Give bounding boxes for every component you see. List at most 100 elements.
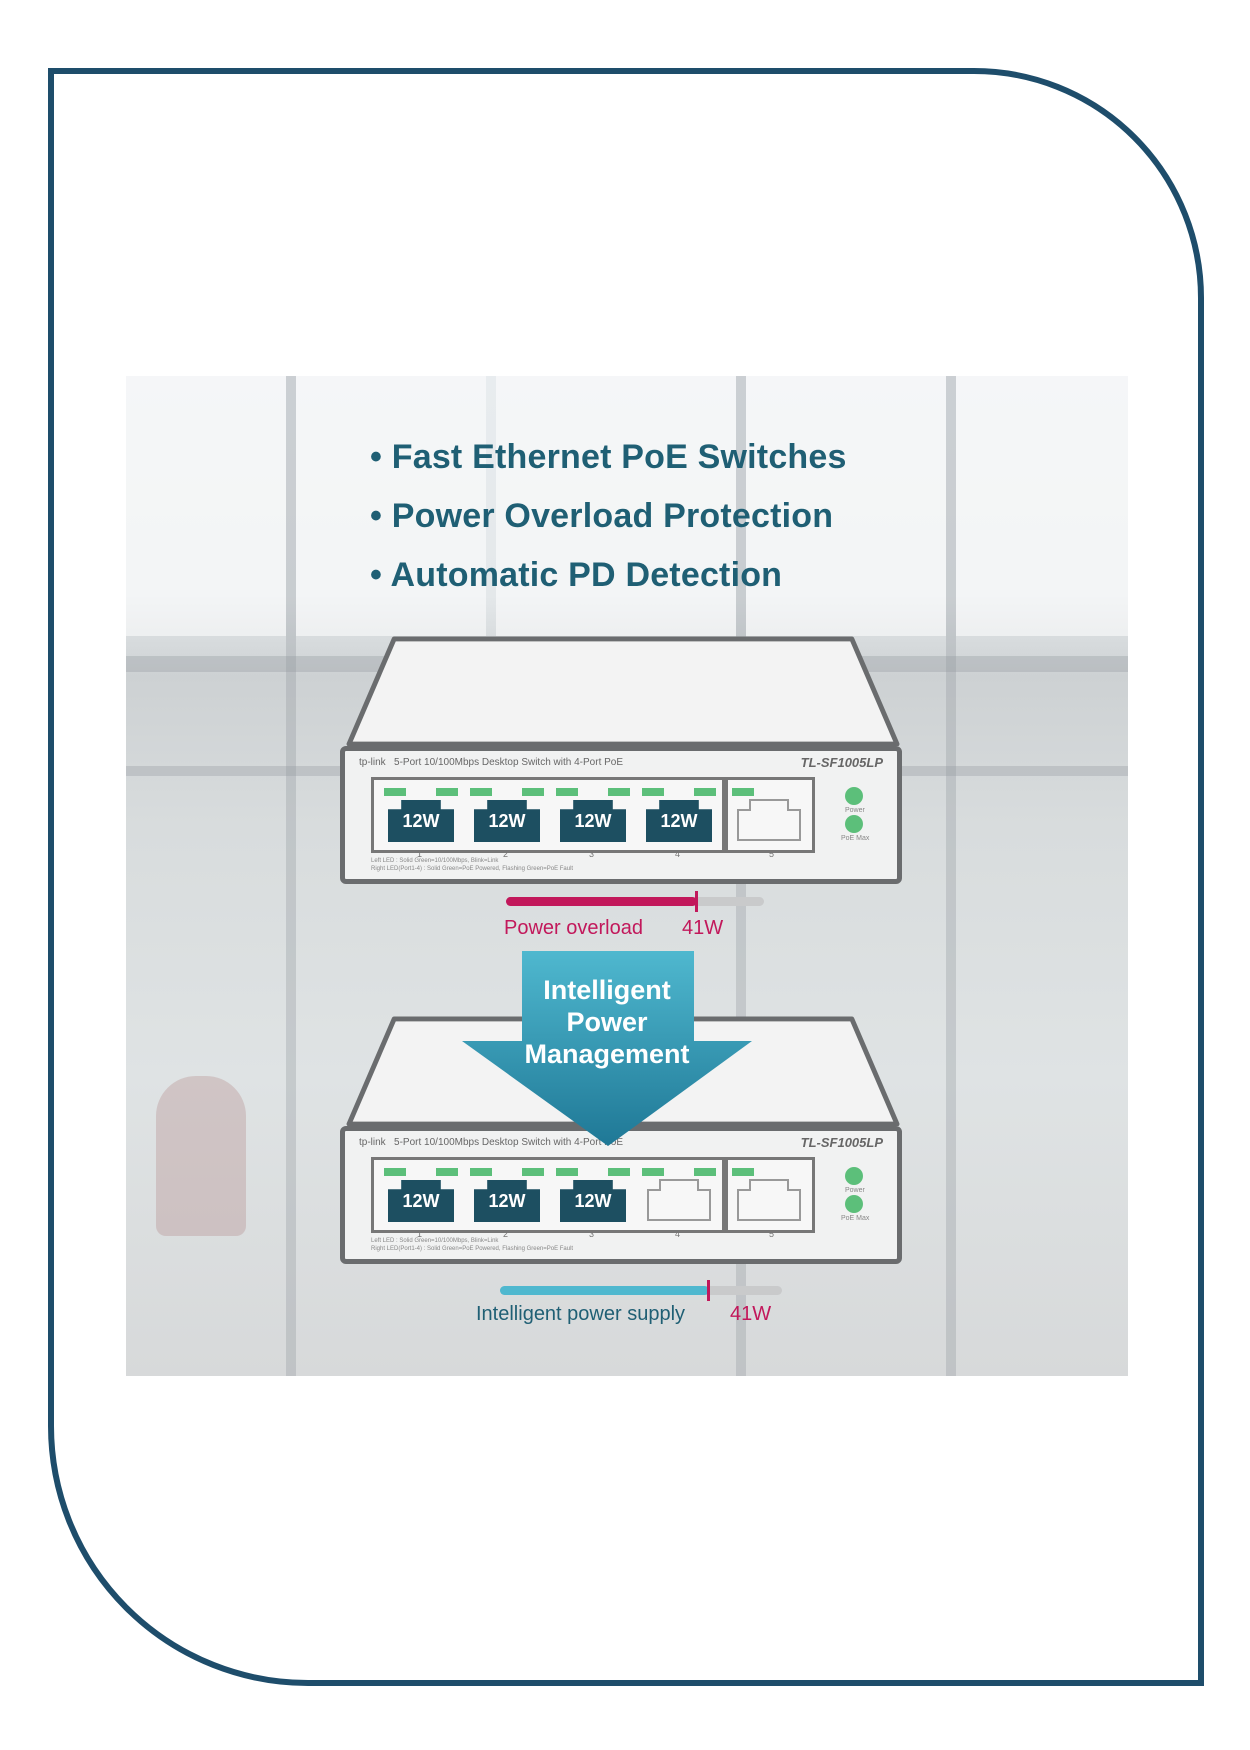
switch-description: 5-Port 10/100Mbps Desktop Switch with 4-…	[394, 1137, 624, 1148]
poe-port-2: 12W	[470, 1168, 544, 1222]
uplink-port-group	[725, 1157, 815, 1233]
port-power-label: 12W	[560, 1180, 626, 1222]
intelligent-power-label: Intelligent power supply	[476, 1303, 686, 1325]
port-power-label: 12W	[646, 800, 712, 842]
poe-port-3: 12W	[556, 788, 630, 842]
rounded-frame-border	[48, 68, 1204, 1686]
port-led-left	[556, 1168, 578, 1176]
poe-port-group: 12W 12W 12W	[371, 1157, 725, 1233]
port-number: 5	[769, 1229, 775, 1239]
port-led-left	[470, 1168, 492, 1176]
led-legend-line: Right LED(Port1-4) : Solid Green=PoE Pow…	[371, 866, 574, 872]
power-overload-bar-fill	[506, 897, 697, 906]
switch-model: TL-SF1005LP	[800, 1135, 883, 1150]
power-overload-value: 41W	[682, 917, 724, 939]
port-led-right	[522, 1168, 544, 1176]
port-number: 3	[589, 1229, 595, 1239]
switch-brand-line: tp-link 5-Port 10/100Mbps Desktop Switch…	[359, 1137, 623, 1148]
background-person	[156, 1076, 246, 1236]
power-overload-bar	[506, 891, 764, 912]
background-window	[296, 376, 486, 636]
port-led-right	[694, 1168, 716, 1176]
port-led-right	[436, 1168, 458, 1176]
tp-link-logo: tp-link	[359, 757, 386, 768]
poe-max-led-label: PoE Max	[841, 1215, 870, 1222]
port-led-right	[694, 788, 716, 796]
uplink-port-5	[732, 1168, 806, 1222]
background-window	[746, 376, 946, 636]
port-led-right	[608, 1168, 630, 1176]
poe-port-1: 12W	[384, 1168, 458, 1222]
switch-model: TL-SF1005LP	[800, 755, 883, 770]
uplink-port-5	[732, 788, 806, 842]
background-window	[496, 376, 736, 636]
port-led-left	[556, 788, 578, 796]
led-legend-line: Right LED(Port1-4) : Solid Green=PoE Pow…	[371, 1246, 574, 1252]
background-window	[126, 376, 286, 636]
poe-port-1: 12W	[384, 788, 458, 842]
tp-link-logo: tp-link	[359, 1137, 386, 1148]
background-mullion	[946, 376, 956, 1376]
switch-top-cover	[346, 636, 900, 746]
ethernet-port-icon	[737, 1179, 801, 1221]
poe-port-3: 12W	[556, 1168, 630, 1222]
port-power-label: 12W	[474, 1180, 540, 1222]
port-number: 2	[503, 1229, 509, 1239]
port-number: 1	[417, 849, 423, 859]
port-power-label: 12W	[560, 800, 626, 842]
poe-max-led	[845, 1195, 863, 1213]
port-number: 4	[675, 849, 681, 859]
port-led-right	[436, 788, 458, 796]
intelligent-power-bar	[500, 1280, 782, 1301]
power-led	[845, 787, 863, 805]
feature-bullet-2: • Power Overload Protection	[370, 497, 834, 535]
power-led-label: Power	[845, 807, 865, 814]
power-overload-label: Power overload	[504, 917, 643, 939]
intelligent-power-value: 41W	[730, 1303, 772, 1325]
poe-port-4: 12W	[642, 788, 716, 842]
port-power-label: 12W	[388, 1180, 454, 1222]
power-limit-marker	[695, 891, 698, 912]
port-led-right	[608, 788, 630, 796]
port-led-right	[522, 788, 544, 796]
arrow-text-line-1: Intelligent	[543, 975, 671, 1005]
port-number: 1	[417, 1229, 423, 1239]
port-led-left	[470, 788, 492, 796]
ethernet-port-icon	[647, 1179, 711, 1221]
down-arrow-icon	[462, 951, 752, 1146]
poe-port-4	[642, 1168, 716, 1222]
poe-port-group: 12W 12W 12W 12W	[371, 777, 725, 853]
poe-port-2: 12W	[470, 788, 544, 842]
feature-bullet-1: • Fast Ethernet PoE Switches	[370, 438, 847, 476]
intelligent-power-bar-fill	[500, 1286, 709, 1295]
port-led-left	[384, 1168, 406, 1176]
switch-front-panel: tp-link 5-Port 10/100Mbps Desktop Switch…	[340, 746, 902, 884]
port-led-left	[732, 788, 754, 796]
arrow-text-line-3: Management	[524, 1039, 690, 1069]
port-number: 3	[589, 849, 595, 859]
led-legend-line: Left LED : Solid Green=10/100Mbps, Blink…	[371, 858, 499, 864]
port-number: 5	[769, 849, 775, 859]
switch-brand-line: tp-link 5-Port 10/100Mbps Desktop Switch…	[359, 757, 623, 768]
product-banner: • Fast Ethernet PoE Switches • Power Ove…	[126, 376, 1128, 1376]
power-limit-marker	[707, 1280, 710, 1301]
poe-max-led	[845, 815, 863, 833]
port-led-left	[384, 788, 406, 796]
power-led	[845, 1167, 863, 1185]
poe-max-led-label: PoE Max	[841, 835, 870, 842]
ethernet-port-icon	[737, 799, 801, 841]
feature-bullet-3: • Automatic PD Detection	[370, 556, 783, 594]
switch-description: 5-Port 10/100Mbps Desktop Switch with 4-…	[394, 757, 624, 768]
port-power-label: 12W	[474, 800, 540, 842]
uplink-port-group	[725, 777, 815, 853]
port-led-left	[642, 788, 664, 796]
background-mullion	[286, 376, 296, 1376]
led-legend-line: Left LED : Solid Green=10/100Mbps, Blink…	[371, 1238, 499, 1244]
port-number: 4	[675, 1229, 681, 1239]
power-led-label: Power	[845, 1187, 865, 1194]
switch-front-panel: tp-link 5-Port 10/100Mbps Desktop Switch…	[340, 1126, 902, 1264]
background-window	[956, 376, 1128, 636]
port-power-label: 12W	[388, 800, 454, 842]
port-number: 2	[503, 849, 509, 859]
port-led-left	[732, 1168, 754, 1176]
